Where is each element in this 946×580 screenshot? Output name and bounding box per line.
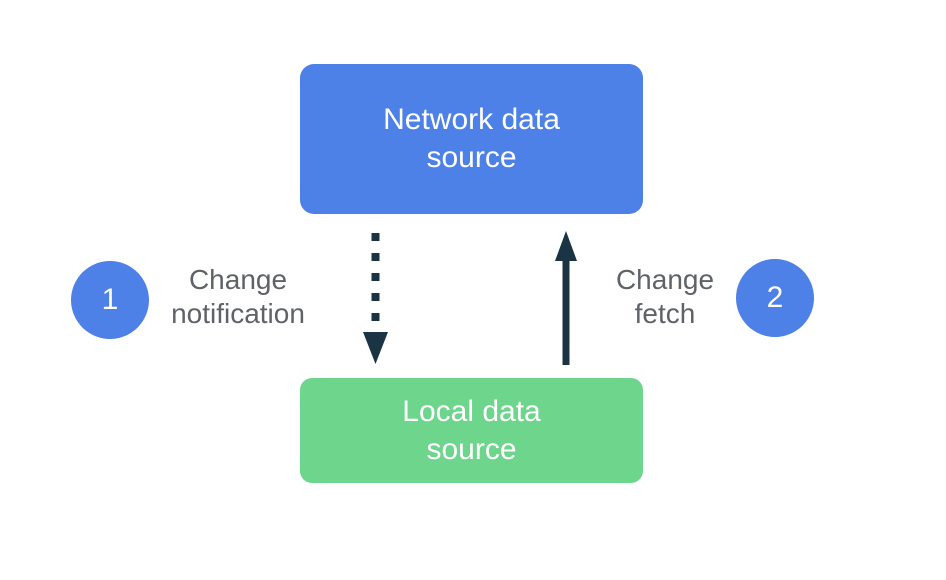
down-arrowhead [363, 332, 388, 364]
local-box-label-line1: Local data [402, 394, 541, 428]
step-1-badge: 1 [71, 261, 149, 339]
network-data-source-box: Network data source [300, 64, 643, 214]
change-notification-label-line2: notification [171, 298, 305, 329]
local-box-label-line2: source [426, 432, 517, 466]
network-box-label-line2: source [426, 141, 517, 174]
change-notification-label-line1: Change [188, 264, 288, 295]
change-notification-label: Change notification [113, 263, 363, 331]
step-2-badge: 2 [736, 259, 814, 337]
change-fetch-label: Change fetch [540, 263, 790, 331]
change-fetch-label-line2: fetch [634, 298, 696, 329]
network-box-label-line1: Network data [383, 103, 560, 136]
change-fetch-label-line1: Change [615, 264, 715, 295]
local-data-source-box: Local data source [300, 378, 643, 483]
change-notification-arrow-icon [363, 233, 388, 364]
up-arrowhead [555, 231, 577, 261]
